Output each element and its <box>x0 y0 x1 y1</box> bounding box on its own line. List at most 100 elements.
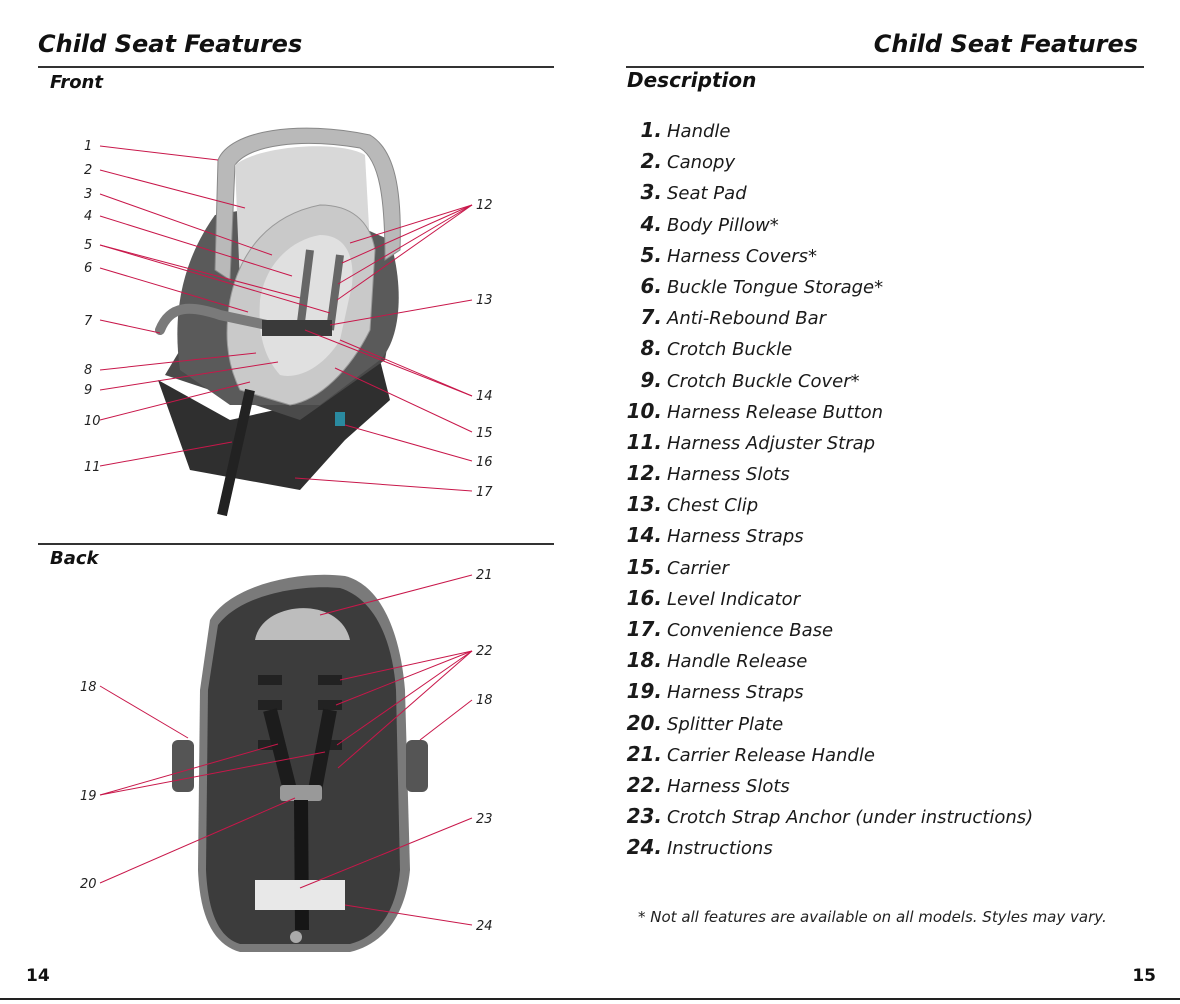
feature-item: 7.Anti-Rebound Bar <box>626 302 1033 333</box>
feature-item: 4.Body Pillow* <box>626 209 1033 240</box>
callout-20: 20 <box>80 877 97 892</box>
feature-label: Carrier <box>667 557 729 579</box>
feature-number: 8. <box>640 336 662 361</box>
feature-number: 22. <box>626 772 662 797</box>
feature-label: Seat Pad <box>667 183 747 205</box>
feature-label: Chest Clip <box>667 495 759 517</box>
feature-number: 12. <box>626 461 662 486</box>
feature-number: 17. <box>626 617 662 641</box>
feature-number: 18. <box>626 648 662 673</box>
front-callout-numbers: 1 2 3 4 5 6 7 8 9 10 11 12 13 14 15 16 1… <box>84 139 493 500</box>
callout-16: 16 <box>476 455 493 470</box>
header-rule-left <box>38 66 554 68</box>
back-section-rule <box>38 543 554 545</box>
feature-item: 13.Chest Clip <box>626 489 1033 520</box>
callout-21: 21 <box>476 568 493 583</box>
callout-12: 12 <box>476 198 493 213</box>
feature-label: Level Indicator <box>667 588 801 610</box>
feature-label: Splitter Plate <box>667 713 784 735</box>
feature-label: Crotch Strap Anchor (under instructions) <box>667 807 1034 829</box>
feature-number: 3. <box>640 180 662 205</box>
feature-number: 11. <box>626 429 662 454</box>
feature-label: Harness Straps <box>667 682 804 704</box>
feature-item: 9.Crotch Buckle Cover* <box>626 365 1033 396</box>
feature-label: Body Pillow* <box>667 214 779 236</box>
feature-number: 9. <box>640 367 662 392</box>
front-leader-lines <box>99 145 473 492</box>
callout-19: 19 <box>80 789 97 804</box>
callout-3: 3 <box>84 187 92 202</box>
callout-24: 24 <box>476 919 493 934</box>
callout-22: 22 <box>476 644 493 659</box>
feature-item: 8.Crotch Buckle <box>626 333 1033 364</box>
callout-15: 15 <box>476 426 493 441</box>
feature-label: Anti-Rebound Bar <box>667 308 827 330</box>
callout-4: 4 <box>84 209 92 224</box>
page-title-left: Child Seat Features <box>38 30 303 58</box>
callout-23: 23 <box>476 812 493 827</box>
feature-label: Handle Release <box>667 651 808 673</box>
feature-list: 1.Handle 2.Canopy 3.Seat Pad 4.Body Pill… <box>626 115 1034 864</box>
callout-13: 13 <box>476 293 493 308</box>
feature-number: 21. <box>626 741 662 766</box>
callout-6: 6 <box>84 261 92 276</box>
feature-item: 5.Harness Covers* <box>626 240 1033 271</box>
feature-number: 23. <box>626 804 662 829</box>
feature-item: 23.Crotch Strap Anchor (under instructio… <box>626 801 1034 832</box>
feature-number: 10. <box>626 398 662 423</box>
feature-label: Harness Release Button <box>667 401 884 423</box>
page-title-right: Child Seat Features <box>873 30 1138 58</box>
callout-8: 8 <box>84 363 92 378</box>
page-number-left: 14 <box>26 966 50 986</box>
feature-label: Buckle Tongue Storage* <box>667 276 884 298</box>
callout-9: 9 <box>84 383 92 398</box>
callout-11: 11 <box>84 460 101 475</box>
front-seat-drawing <box>155 127 401 517</box>
feature-item: 22.Harness Slots <box>626 770 1033 801</box>
feature-label: Harness Straps <box>667 526 804 548</box>
bottom-rule <box>0 998 1180 1000</box>
feature-item: 2.Canopy <box>626 146 1033 177</box>
feature-item: 14.Harness Straps <box>626 520 1033 551</box>
feature-number: 7. <box>640 305 662 330</box>
callout-14: 14 <box>476 389 493 404</box>
description-heading: Description <box>627 68 757 92</box>
feature-number: 4. <box>640 211 662 236</box>
feature-item: 6.Buckle Tongue Storage* <box>626 271 1033 302</box>
feature-number: 1. <box>640 118 662 142</box>
feature-number: 24. <box>626 835 662 860</box>
front-seat-illustration: 1 2 3 4 5 6 7 8 9 10 11 12 13 14 15 16 1… <box>84 127 493 517</box>
feature-label: Convenience Base <box>667 620 834 641</box>
header-rule-right <box>626 66 1144 68</box>
feature-label: Harness Adjuster Strap <box>667 432 876 454</box>
callout-17: 17 <box>476 485 493 500</box>
feature-number: 5. <box>640 242 662 267</box>
callout-18-left: 18 <box>80 680 97 695</box>
feature-number: 16. <box>626 585 662 610</box>
feature-item: 19.Harness Straps <box>626 676 1033 707</box>
feature-item: 18.Handle Release <box>626 645 1033 676</box>
back-heading: Back <box>50 548 99 569</box>
feature-item: 16.Level Indicator <box>626 583 1033 614</box>
callout-2: 2 <box>84 163 92 178</box>
feature-item: 11.Harness Adjuster Strap <box>626 427 1033 458</box>
feature-label: Canopy <box>667 152 736 174</box>
feature-number: 13. <box>626 492 662 517</box>
feature-item: 10.Harness Release Button <box>626 396 1033 427</box>
feature-label: Harness Slots <box>667 464 790 486</box>
feature-number: 14. <box>626 523 662 548</box>
feature-number: 20. <box>626 710 662 735</box>
feature-item: 12.Harness Slots <box>626 458 1033 489</box>
feature-item: 3.Seat Pad <box>626 177 1033 208</box>
feature-item: 1.Handle <box>626 115 1033 146</box>
feature-item: 15.Carrier <box>626 552 1033 583</box>
feature-item: 24.Instructions <box>626 832 1033 863</box>
page-number-right: 15 <box>1132 966 1156 986</box>
callout-1: 1 <box>84 139 92 154</box>
feature-item: 20.Splitter Plate <box>626 708 1033 739</box>
callout-10: 10 <box>84 414 101 429</box>
feature-number: 2. <box>640 149 662 174</box>
feature-label: Crotch Buckle Cover* <box>667 370 860 392</box>
feature-label: Carrier Release Handle <box>667 744 875 766</box>
front-heading: Front <box>50 72 103 93</box>
